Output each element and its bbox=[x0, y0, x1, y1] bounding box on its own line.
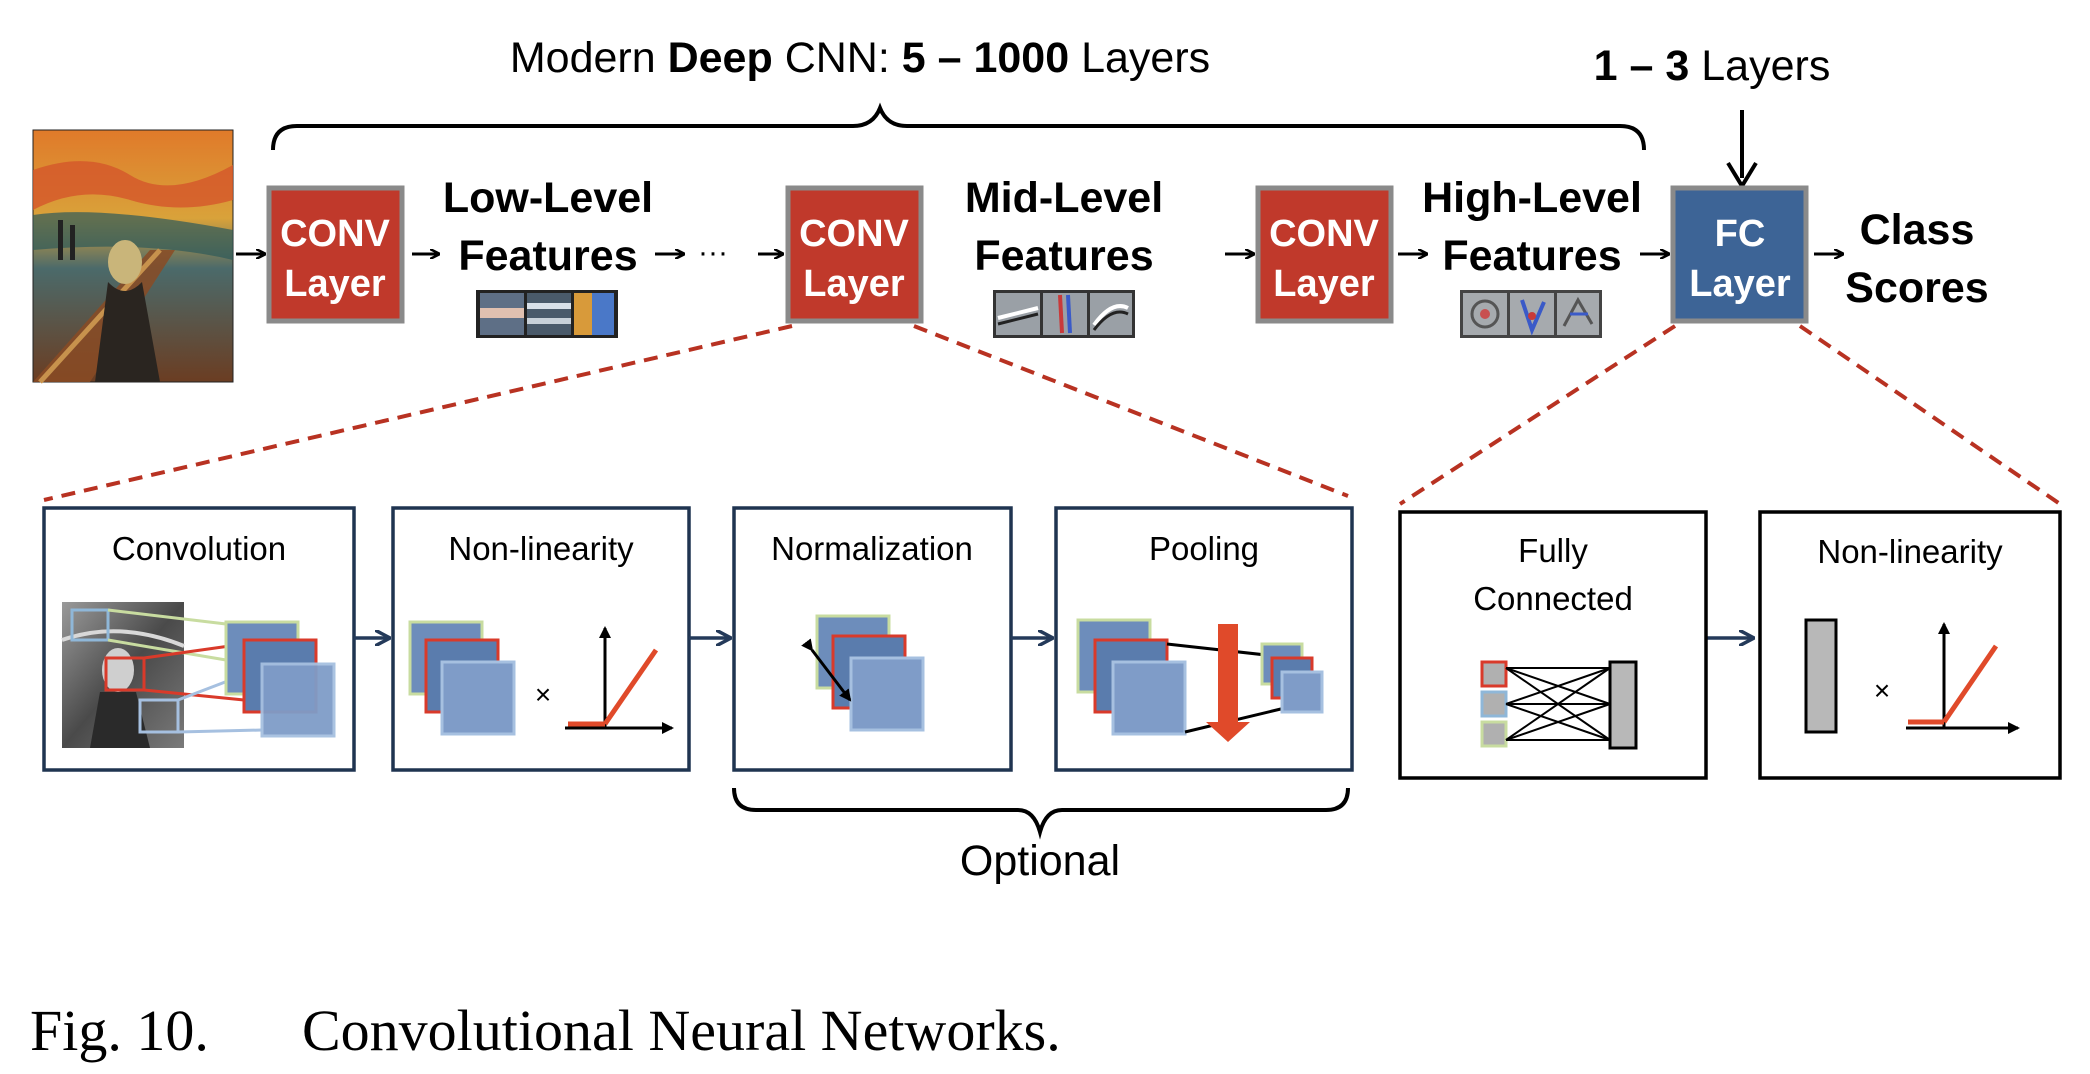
high-level-feature-thumbnails bbox=[1460, 290, 1602, 338]
nonlinearity-box-conv: Non-linearity × bbox=[391, 506, 691, 772]
svg-text:Features: Features bbox=[1442, 232, 1621, 280]
deep-cnn-label: Modern Deep CNN: 5 – 1000 Layers bbox=[510, 34, 1210, 82]
svg-text:High-Level: High-Level bbox=[1422, 174, 1642, 222]
fc-layer: FC Layer bbox=[1670, 185, 1809, 324]
deep-cnn-brace bbox=[271, 102, 1646, 151]
zoom-lines bbox=[43, 324, 2062, 506]
svg-text:Layer: Layer bbox=[1689, 263, 1791, 305]
class-scores-label: Class Scores bbox=[1845, 206, 1988, 312]
svg-text:Connected: Connected bbox=[1473, 580, 1633, 617]
svg-text:Features: Features bbox=[974, 232, 1153, 280]
svg-text:Non-linearity: Non-linearity bbox=[448, 530, 634, 567]
svg-text:Low-Level: Low-Level bbox=[443, 174, 653, 222]
fc-layers-label: 1 – 3 Layers bbox=[1594, 42, 1831, 90]
svg-text:Non-linearity: Non-linearity bbox=[1817, 533, 2003, 570]
svg-text:CONV: CONV bbox=[1269, 213, 1379, 255]
pooling-box: Pooling bbox=[1054, 506, 1354, 772]
normalization-box: Normalization bbox=[732, 506, 1013, 772]
svg-text:×: × bbox=[535, 679, 551, 710]
convolution-box: Convolution bbox=[42, 506, 356, 772]
svg-text:Fully: Fully bbox=[1518, 532, 1588, 569]
svg-text:Mid-Level: Mid-Level bbox=[965, 174, 1163, 222]
svg-text:Scores: Scores bbox=[1845, 264, 1988, 312]
conv-layer-2: CONV Layer bbox=[785, 185, 924, 324]
svg-text:Layer: Layer bbox=[284, 263, 386, 305]
mid-level-feature-thumbnails bbox=[993, 290, 1135, 338]
conv-layer-3: CONV Layer bbox=[1255, 185, 1394, 324]
svg-text:Layer: Layer bbox=[803, 263, 905, 305]
mid-level-features-label: Mid-Level Features bbox=[965, 174, 1163, 280]
low-level-feature-thumbnails bbox=[476, 290, 618, 338]
svg-text:Normalization: Normalization bbox=[771, 530, 973, 567]
svg-text:Features: Features bbox=[458, 232, 637, 280]
nonlinearity-box-fc: Non-linearity × bbox=[1758, 510, 2062, 780]
low-level-features-label: Low-Level Features bbox=[443, 174, 653, 280]
figure-caption: Fig. 10.Convolutional Neural Networks. bbox=[30, 998, 1061, 1063]
svg-text:FC: FC bbox=[1715, 213, 1766, 255]
svg-text:CONV: CONV bbox=[799, 213, 909, 255]
conv-layer-1: CONV Layer bbox=[266, 185, 405, 324]
optional-brace bbox=[732, 787, 1350, 840]
high-level-features-label: High-Level Features bbox=[1422, 174, 1642, 280]
svg-text:Layer: Layer bbox=[1273, 263, 1375, 305]
optional-label: Optional bbox=[960, 837, 1120, 885]
svg-text:Class: Class bbox=[1860, 206, 1975, 254]
ellipsis: ··· bbox=[698, 236, 728, 269]
svg-text:Convolution: Convolution bbox=[112, 530, 286, 567]
svg-text:CONV: CONV bbox=[280, 213, 390, 255]
svg-text:×: × bbox=[1874, 675, 1890, 706]
input-image bbox=[32, 129, 234, 384]
fully-connected-box: Fully Connected bbox=[1398, 510, 1708, 780]
svg-text:Pooling: Pooling bbox=[1149, 530, 1259, 567]
